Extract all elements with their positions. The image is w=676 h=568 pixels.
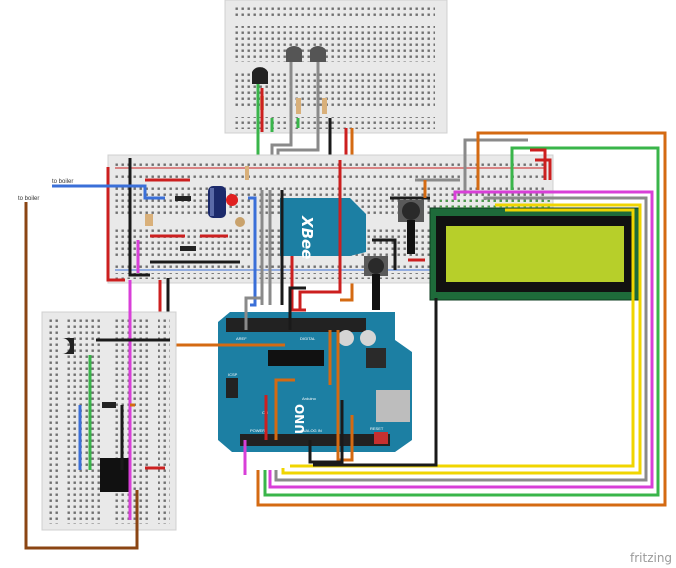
xbee-label: XBee bbox=[298, 215, 316, 259]
to-boiler-label-left: to boiler bbox=[18, 196, 39, 202]
left-breadboard bbox=[41, 311, 177, 531]
icsp-label: ICSP bbox=[228, 372, 238, 377]
led-red bbox=[226, 194, 238, 206]
arduino-uno-board: UNO Arduino ON AREF DIGITAL POWER ANALOG… bbox=[218, 312, 412, 452]
transistor-right bbox=[310, 45, 326, 62]
uno-label: UNO bbox=[293, 404, 307, 434]
boiler-wires bbox=[52, 184, 247, 475]
lcd-wires bbox=[256, 131, 667, 507]
potentiometer-2 bbox=[364, 256, 388, 310]
xbee-module: XBee bbox=[280, 198, 366, 259]
temperature-sensor-top bbox=[252, 67, 268, 84]
diodes bbox=[145, 166, 249, 251]
electrolytic-capacitor bbox=[208, 186, 226, 218]
left-board-wires bbox=[24, 202, 170, 550]
middle-board-wires bbox=[106, 158, 552, 312]
digital-label: DIGITAL bbox=[300, 336, 316, 341]
left-board-parts bbox=[62, 338, 130, 492]
photoresistor bbox=[235, 217, 245, 227]
potentiometer-1 bbox=[398, 200, 424, 254]
transistor-left bbox=[286, 46, 302, 62]
arduino-brand-label: Arduino bbox=[302, 396, 317, 401]
analog-label: ANALOG IN bbox=[300, 428, 322, 433]
reset-label: RESET bbox=[370, 426, 384, 431]
to-boiler-label-top: to boiler bbox=[52, 179, 73, 185]
lcd-display bbox=[429, 200, 641, 301]
fritzing-watermark: fritzing bbox=[630, 551, 672, 565]
power-label: POWER bbox=[250, 428, 265, 433]
aref-label: AREF bbox=[236, 336, 247, 341]
